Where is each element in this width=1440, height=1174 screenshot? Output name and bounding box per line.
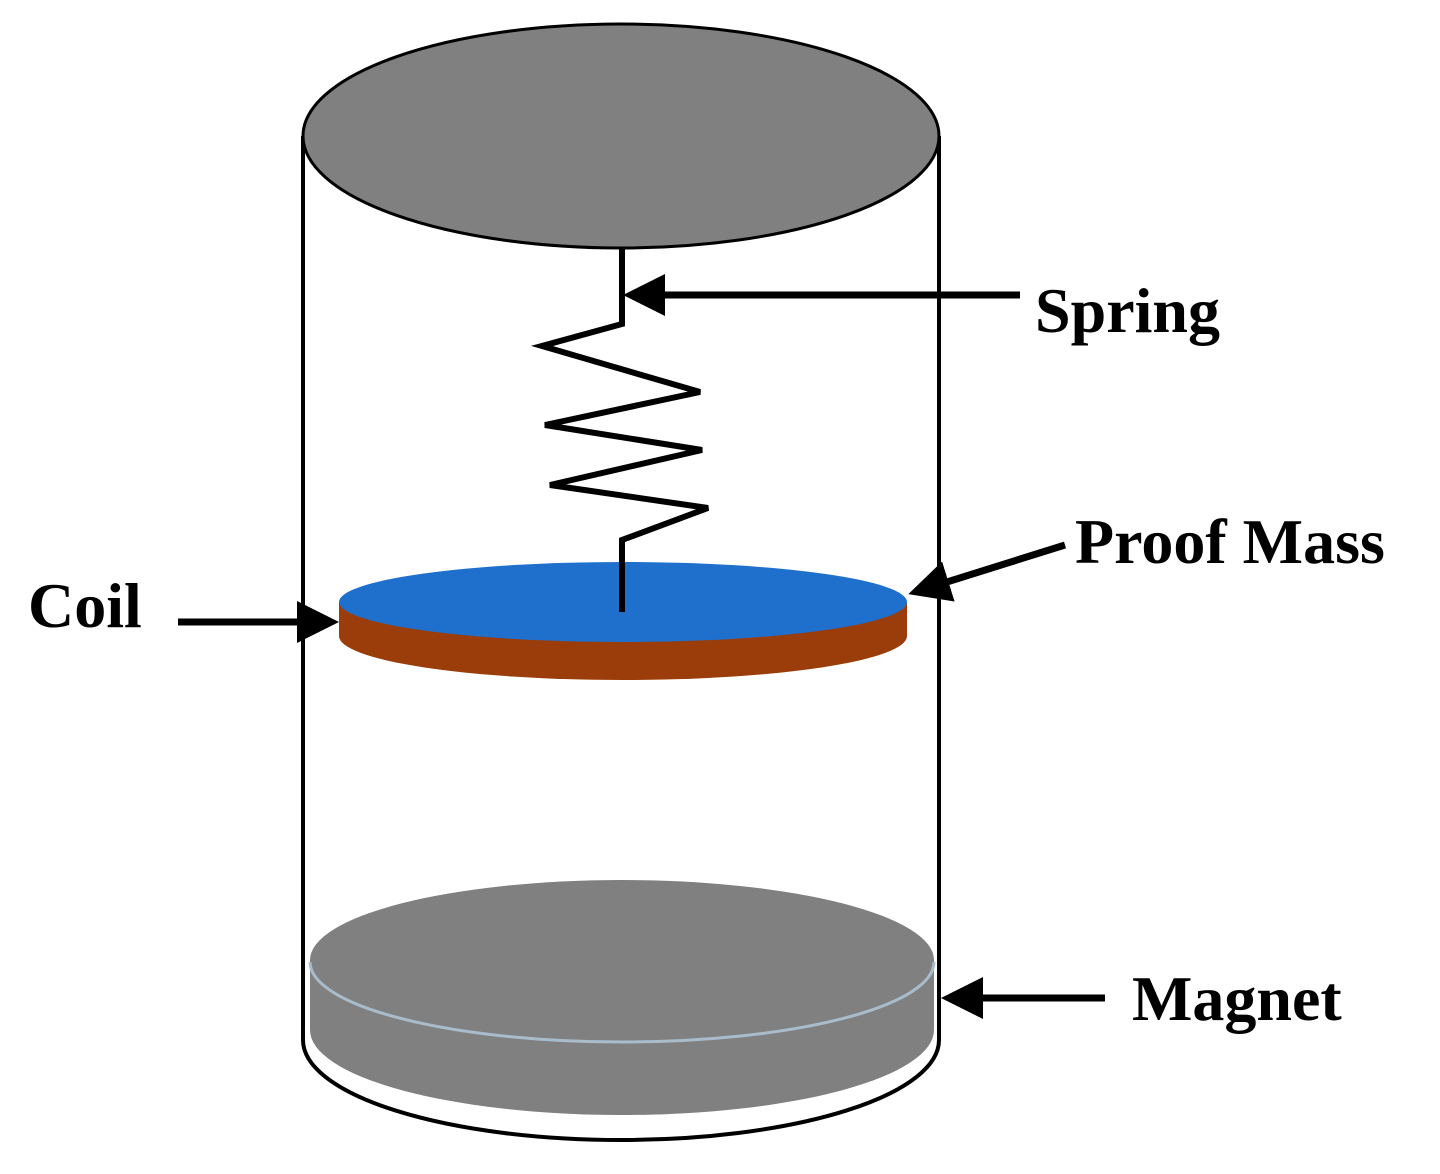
proof-mass-label: Proof Mass <box>1075 506 1385 577</box>
magnet <box>308 880 936 1115</box>
coil-label: Coil <box>28 570 142 641</box>
top-cap <box>301 22 941 250</box>
magnet-label: Magnet <box>1132 963 1342 1034</box>
proof-mass-arrow <box>908 541 1067 602</box>
spring-label: Spring <box>1035 275 1220 346</box>
proof-mass-assembly <box>339 540 907 680</box>
magnet-top <box>310 880 934 1040</box>
magnet-top-rim <box>308 961 936 1044</box>
spring <box>530 248 710 612</box>
cylinder-bottom-edge <box>301 1039 941 1142</box>
